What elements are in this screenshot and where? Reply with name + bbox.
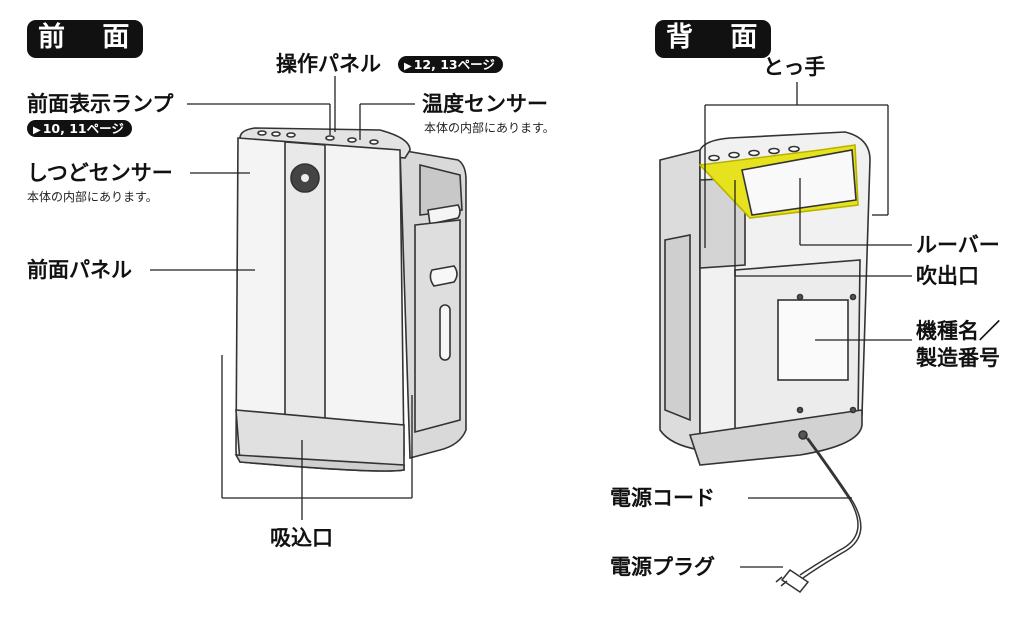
- power-plug-label: 電源プラグ: [610, 555, 715, 579]
- triangle-right-icon: ▶: [404, 61, 412, 72]
- back-unit-drawing: [659, 131, 871, 466]
- handle-label: とっ手: [763, 55, 826, 79]
- back-leader-lines: [704, 82, 912, 568]
- display-lamp-page-ref: ▶10, 11ページ: [27, 120, 132, 137]
- control-panel-ref-text: 12, 13ページ: [413, 57, 495, 72]
- display-lamp-ref-text: 10, 11ページ: [42, 121, 124, 136]
- triangle-right-icon: ▶: [33, 125, 41, 136]
- humidity-sensor-note: 本体の内部にあります。: [27, 190, 158, 204]
- front-panel-label: 前面パネル: [27, 258, 132, 282]
- intake-label: 吸込口: [270, 526, 333, 550]
- temp-sensor-note: 本体の内部にあります。: [424, 121, 555, 135]
- front-unit-drawing: [234, 127, 467, 472]
- front-title-badge: 前 面: [27, 20, 144, 58]
- front-leader-lines: [150, 76, 415, 520]
- model-name-label: 機種名／: [916, 319, 1000, 343]
- control-panel-label: 操作パネル: [276, 52, 381, 76]
- display-lamp-label: 前面表示ランプ: [27, 92, 174, 116]
- louver-label: ルーバー: [916, 233, 1000, 257]
- serial-number-label: 製造番号: [916, 346, 1000, 370]
- back-title-badge: 背 面: [655, 20, 772, 58]
- power-cord-label: 電源コード: [610, 486, 715, 510]
- temp-sensor-label: 温度センサー: [422, 92, 548, 116]
- outlet-label: 吹出口: [916, 264, 979, 288]
- control-panel-page-ref: ▶12, 13ページ: [398, 56, 503, 73]
- power-cord-drawing: [775, 435, 862, 594]
- humidity-sensor-label: しつどセンサー: [27, 161, 173, 185]
